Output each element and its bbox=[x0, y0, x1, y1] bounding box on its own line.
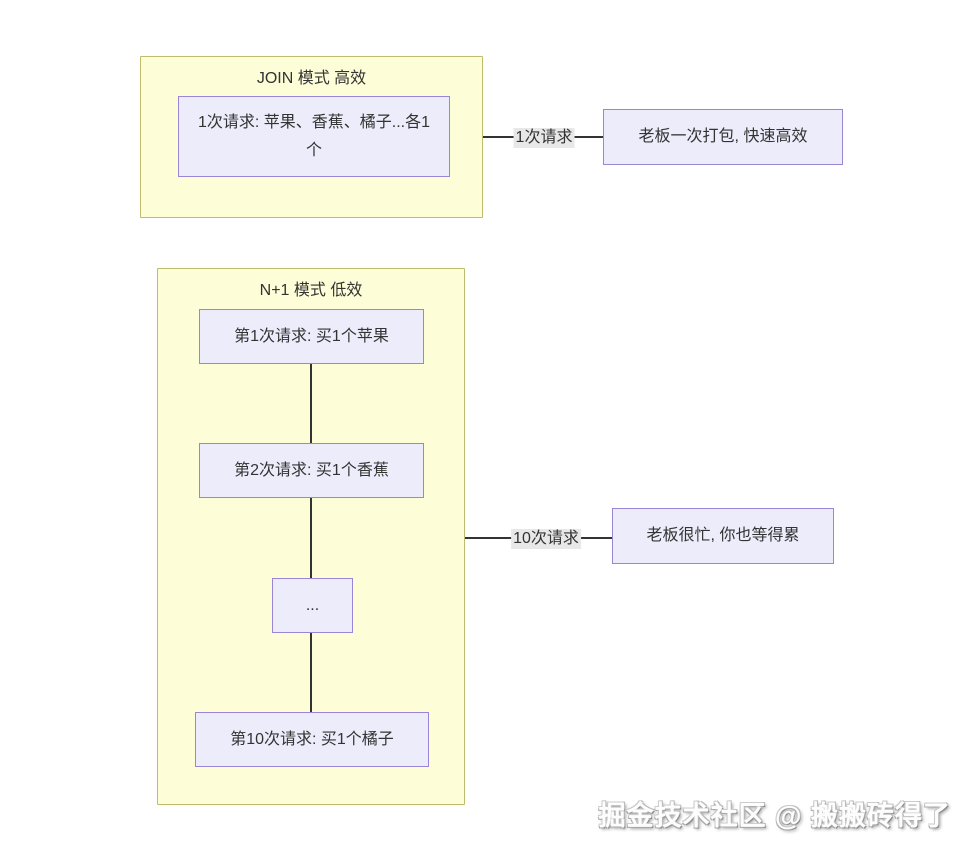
nplus1-edge-label: 10次请求 bbox=[511, 529, 581, 549]
nplus1-connector-2 bbox=[310, 498, 312, 578]
nplus1-step10-node: 第10次请求: 买1个橘子 bbox=[195, 712, 429, 767]
nplus1-ellipsis-node: ... bbox=[272, 578, 353, 633]
watermark-text: 掘金技术社区 @ 搬搬砖得了 bbox=[598, 801, 951, 831]
join-edge-label: 1次请求 bbox=[513, 128, 575, 148]
nplus1-cluster-title: N+1 模式 低效 bbox=[259, 282, 363, 299]
nplus1-step1-node: 第1次请求: 买1个苹果 bbox=[199, 309, 424, 364]
join-cluster-title: JOIN 模式 高效 bbox=[256, 70, 367, 87]
nplus1-step2-node: 第2次请求: 买1个香蕉 bbox=[199, 443, 424, 498]
nplus1-connector-1 bbox=[310, 364, 312, 443]
nplus1-connector-3 bbox=[310, 633, 312, 712]
nplus1-result-node: 老板很忙, 你也等得累 bbox=[612, 508, 834, 564]
join-request-node: 1次请求: 苹果、香蕉、橘子...各1个 bbox=[178, 96, 450, 177]
join-result-node: 老板一次打包, 快速高效 bbox=[603, 109, 843, 165]
